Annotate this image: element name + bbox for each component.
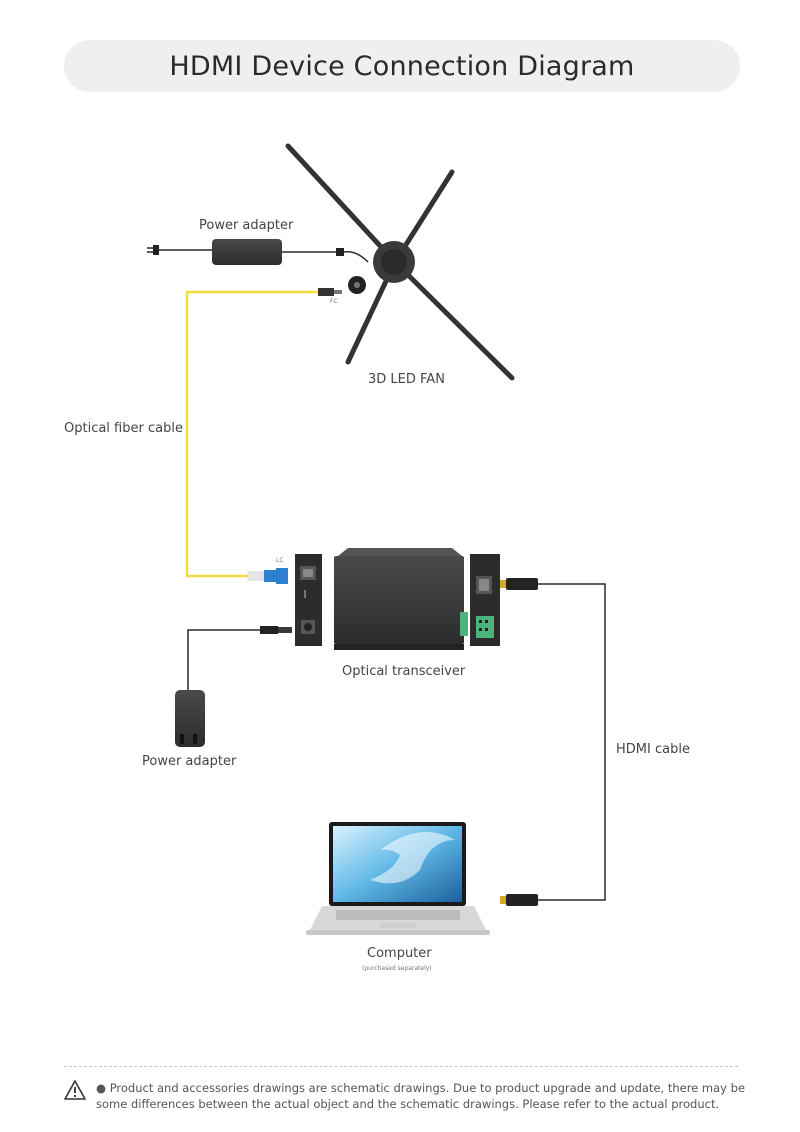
label-fc: FC xyxy=(330,298,338,305)
hdmi-cable xyxy=(500,578,606,906)
label-hdmi: HDMI cable xyxy=(616,742,690,757)
laptop-icon xyxy=(306,822,490,935)
connection-diagram xyxy=(147,143,606,935)
power-plug-icon xyxy=(147,245,159,255)
label-lc: LC xyxy=(276,557,284,564)
label-fan: 3D LED FAN xyxy=(368,372,445,387)
label-computer-note: (purchased separately) xyxy=(362,965,432,972)
optical-fiber-cable xyxy=(185,288,342,584)
footer-divider xyxy=(64,1066,738,1067)
transceiver-right-panel xyxy=(470,554,500,646)
label-power-adapter-bottom: Power adapter xyxy=(142,754,237,769)
label-transceiver: Optical transceiver xyxy=(342,664,466,679)
footer-note: ● Product and accessories drawings are s… xyxy=(96,1081,746,1111)
label-fiber: Optical fiber cable xyxy=(64,421,183,436)
warning-icon xyxy=(64,1080,86,1100)
page-title: HDMI Device Connection Diagram xyxy=(169,50,635,82)
transceiver-left-panel xyxy=(295,554,322,646)
power-adapter-bottom xyxy=(175,626,292,747)
label-computer: Computer xyxy=(367,946,432,961)
label-power-adapter-top: Power adapter xyxy=(199,218,294,233)
power-adapter-top xyxy=(147,239,369,265)
optical-transceiver xyxy=(334,548,468,650)
led-fan xyxy=(285,143,515,381)
title-banner: HDMI Device Connection Diagram xyxy=(64,40,740,92)
